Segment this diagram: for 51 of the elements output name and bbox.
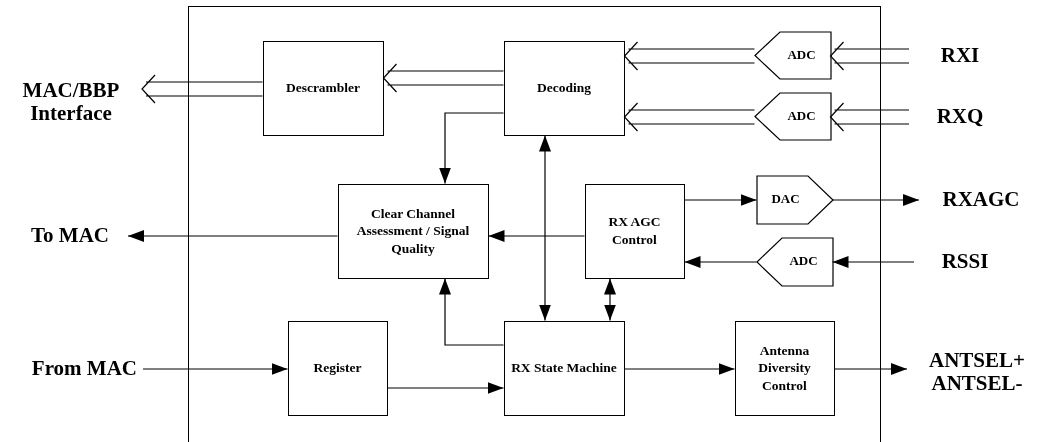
arrow: [683, 194, 758, 206]
block-label: RX AGC Control: [607, 213, 662, 249]
converter-block: [754, 31, 831, 79]
block-label: Antenna Diversity Control: [757, 341, 812, 395]
signal-label: RSSI: [920, 246, 1010, 278]
signal-label: RXAGC: [925, 184, 1037, 216]
block-label: DAC: [770, 191, 801, 208]
process-block: [503, 40, 625, 136]
arrow: [833, 363, 908, 375]
arrow: [127, 230, 339, 242]
arrow: [604, 277, 616, 322]
bus-arrow: [829, 41, 910, 71]
bus-arrow: [141, 74, 264, 104]
arrow: [831, 194, 920, 206]
chip-boundary: [188, 6, 881, 442]
converter-block: [754, 92, 831, 140]
arrow: [683, 256, 758, 268]
block-label: RX State Machine: [510, 359, 618, 377]
signal-label: RXQ: [915, 101, 1005, 133]
arrow: [439, 112, 505, 185]
block-label: ADC: [786, 46, 817, 64]
arrow: [539, 134, 551, 322]
signal-label: ANTSEL+ ANTSEL-: [913, 347, 1041, 397]
bus-arrow: [382, 63, 505, 93]
arrow: [142, 363, 289, 375]
arrow: [439, 277, 505, 346]
signal-label: To MAC: [18, 221, 122, 251]
bus-arrow: [623, 41, 756, 71]
signal-label: RXI: [915, 40, 1005, 72]
bus-arrow: [829, 102, 910, 132]
block-label: Descrambler: [284, 79, 362, 97]
arrow: [623, 363, 736, 375]
signal-label: MAC/BBP Interface: [6, 76, 136, 128]
block-label: Clear Channel Assessment / Signal Quality: [355, 204, 471, 258]
bus-arrow: [623, 102, 756, 132]
block-label: ADC: [788, 253, 819, 270]
block-label: Decoding: [536, 79, 592, 97]
block-label: Register: [312, 359, 363, 377]
process-block: [287, 320, 388, 416]
arrow: [831, 256, 915, 268]
converter-block: [756, 175, 833, 224]
process-block: [584, 183, 685, 279]
process-block: [337, 183, 489, 279]
converter-block: [756, 237, 833, 286]
signal-label: From MAC: [6, 353, 137, 385]
arrow: [487, 230, 586, 242]
process-block: [503, 320, 625, 416]
arrow: [386, 382, 505, 394]
block-label: ADC: [786, 107, 817, 125]
process-block: [734, 320, 835, 416]
process-block: [262, 40, 384, 136]
